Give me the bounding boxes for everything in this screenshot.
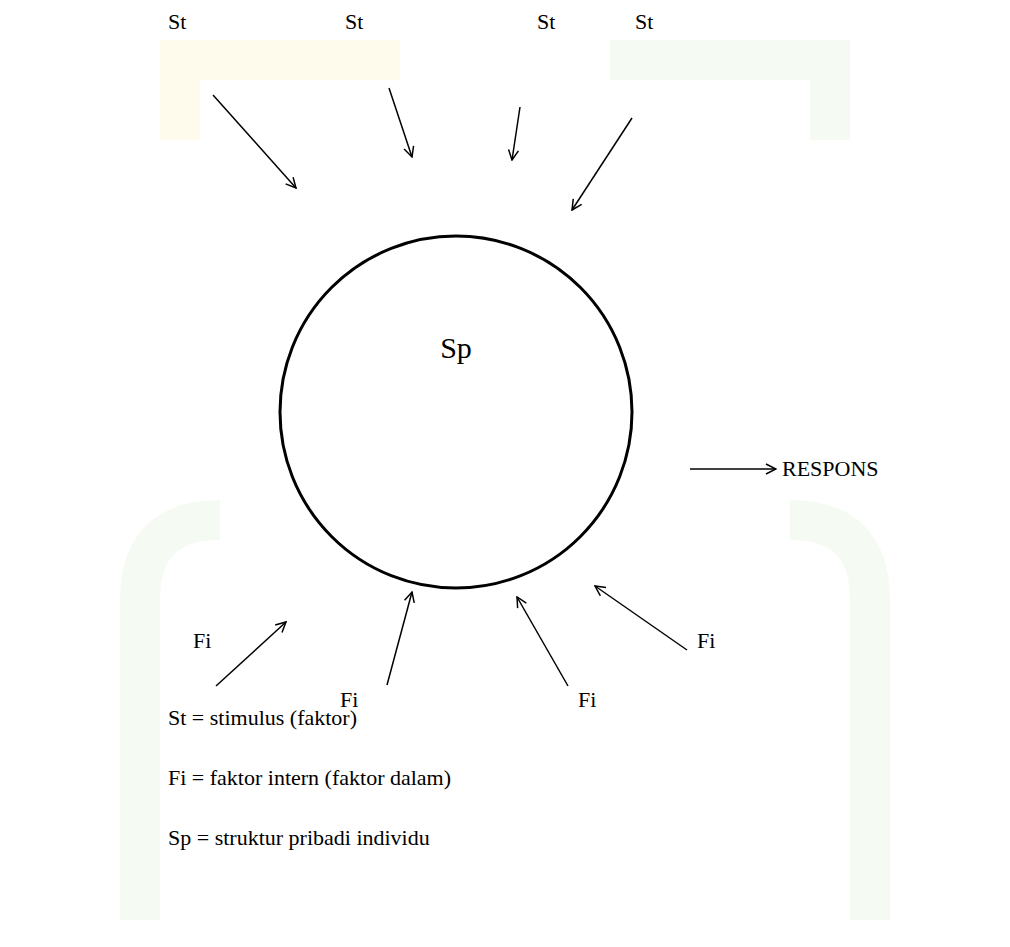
internal-factor-label: Fi xyxy=(193,628,211,654)
circle-outline xyxy=(278,234,634,590)
stimulus-arrows xyxy=(213,88,632,210)
key-entry: St = stimulus (faktor) xyxy=(168,705,357,731)
watermark-shape xyxy=(180,60,400,140)
stimulus-arrow xyxy=(389,88,412,157)
internal-factor-label: Fi xyxy=(697,628,715,654)
internal-arrows xyxy=(216,586,687,686)
key-entry: Sp = struktur pribadi individu xyxy=(168,825,430,851)
stimulus-label: St xyxy=(168,9,186,35)
stimulus-label: St xyxy=(537,9,555,35)
stimulus-arrow xyxy=(512,107,520,160)
internal-factor-label: Fi xyxy=(578,687,596,713)
stimulus-label: St xyxy=(635,9,653,35)
circle-outline xyxy=(280,236,632,588)
node-label: Sp xyxy=(278,330,634,366)
stimulus-arrow xyxy=(572,118,632,210)
stimulus-arrow xyxy=(213,95,296,188)
internal-arrow xyxy=(595,586,687,650)
internal-arrow xyxy=(387,592,412,685)
response-label: RESPONS xyxy=(782,456,879,482)
key-entry: Fi = faktor intern (faktor dalam) xyxy=(168,765,451,791)
response-arrow xyxy=(690,468,776,470)
watermark-shape xyxy=(790,520,870,920)
internal-arrow xyxy=(517,597,568,686)
stimulus-label: St xyxy=(345,9,363,35)
watermark-shape xyxy=(610,60,830,140)
watermark xyxy=(140,60,870,920)
internal-arrow xyxy=(216,622,286,686)
personality-circle: Sp xyxy=(278,234,634,590)
